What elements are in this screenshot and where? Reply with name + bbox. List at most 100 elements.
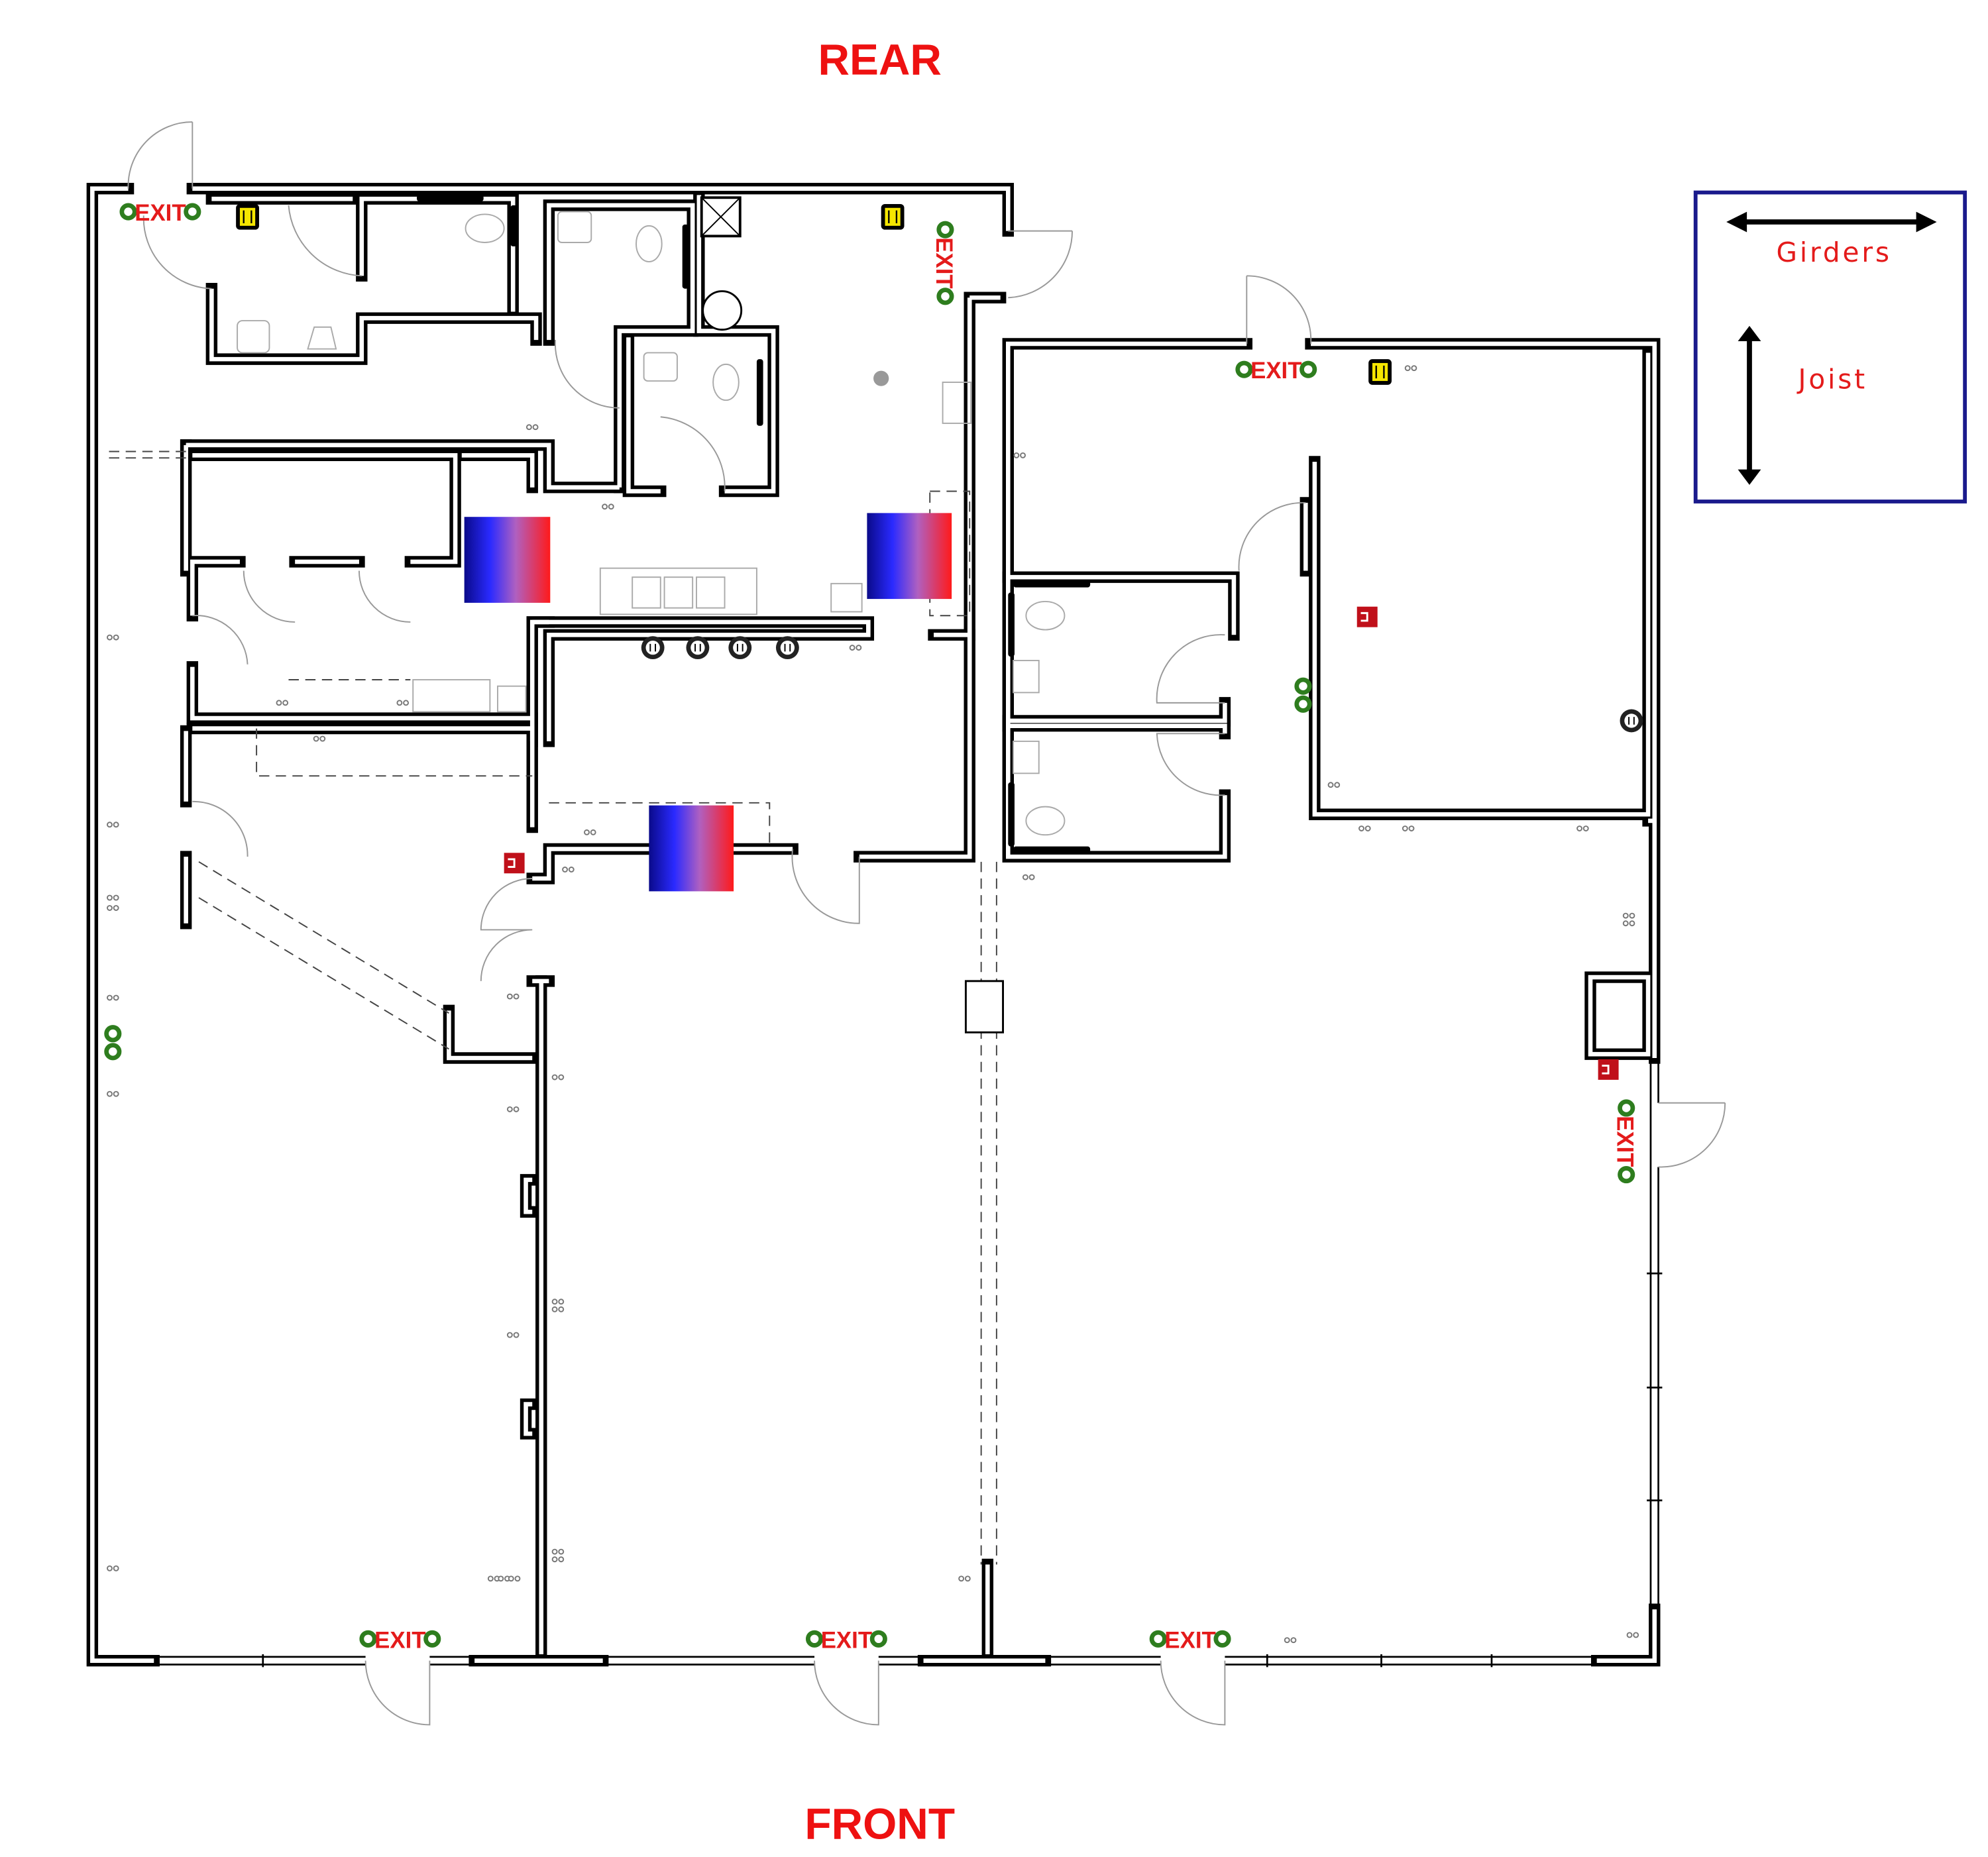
outlet-icon [396,700,410,706]
doors [127,121,1726,1726]
emergency-light-icon [1149,1630,1167,1648]
wall-inner [1008,574,1237,635]
fire-extinguisher-icon [504,853,525,874]
legend-joist: Joist [1796,364,1868,396]
wall-inner [447,1010,533,1061]
fire-extinguisher-icon [1598,1059,1619,1080]
emergency-light-icon [1294,677,1312,695]
exit-sign: EXIT [1612,1099,1638,1184]
wall [356,193,519,318]
outlet-icon [1576,825,1589,831]
outlet-icon [508,1575,521,1582]
wall-inner [461,453,535,488]
emergency-light-icon [104,1025,122,1043]
emergency-light-icon [1235,360,1253,378]
wall [186,556,246,621]
exit-label: EXIT [821,1627,872,1653]
outlet-icon [107,634,119,641]
outlet-icon [276,700,289,706]
emergency-light-icon [1213,1630,1231,1648]
wall-inner [1596,1609,1657,1663]
wall-inner [547,203,695,488]
outlet-icon [1622,920,1635,927]
floor-receptacle-icon [728,636,752,660]
outlet-icon [1402,825,1415,831]
wall [1590,1603,1661,1667]
legend: Girders Joist [1693,190,1967,504]
outlet-icon [506,1332,520,1338]
outlet-icon [1284,1637,1297,1644]
electrical-panel-icon [1368,359,1392,385]
wall [86,183,160,1667]
outlet-icon [1622,912,1635,919]
floor-receptacles [641,636,1643,733]
outlet-icon [107,905,119,911]
outlet-icon [1404,365,1417,372]
exit-label: EXIT [1164,1627,1215,1653]
outlet-icon [551,1556,565,1563]
emergency-light-icon [1294,695,1312,713]
emergency-light-icon [104,1043,122,1061]
outlet-icon [487,1575,500,1582]
floor-receptacle-icon [686,636,710,660]
outlet-icon [1626,1632,1639,1638]
outlet-icon [1013,452,1026,458]
fixtures [237,195,1091,853]
heaters [464,513,952,892]
emergency-light-icon [869,1630,887,1648]
wall [205,282,542,365]
wall-inner [524,1177,533,1214]
emergency-light-icon [1299,360,1317,378]
emergency-light-icon [805,1630,824,1648]
exit-sign: EXIT [359,1627,441,1653]
outlet-icon [313,735,326,742]
outlet-icon [525,424,539,431]
wall [186,661,538,724]
exit-sign: EXIT [119,200,201,226]
outlet-icon [1327,782,1341,788]
wall-inner [1008,702,1227,723]
emergency-lights [104,677,1312,1061]
outlet-icon [562,867,575,873]
walls [86,183,1661,1667]
outlet-icon [958,1575,971,1582]
emergency-light-icon [423,1630,441,1648]
wall-inner [1006,341,1247,859]
wall-inner [190,559,240,616]
wall [693,189,779,498]
wall [1002,338,1252,863]
wall-inner [186,443,620,490]
exit-label: EXIT [374,1627,425,1653]
wall-inner [532,619,871,741]
outlet-icon [107,894,119,901]
wall [186,722,538,833]
outlet-icon [849,645,862,651]
exit-label: EXIT [1612,1116,1638,1167]
floor-receptacle-icon [1620,709,1643,733]
exit-sign: EXIT [1149,1627,1231,1653]
wall-inner [190,666,533,721]
wall-inner [696,195,776,494]
outlet-icon [551,1548,565,1555]
outlet-icon [551,1299,565,1305]
emergency-light-icon [936,221,954,239]
outlet-icon [602,504,614,510]
outlet-icon [506,1106,520,1112]
legend-girders: Girders [1776,237,1892,268]
wall [456,449,538,494]
outlet-icon [107,1090,119,1097]
wall-inner [192,186,1011,231]
emergency-light-icon [119,203,137,221]
outlet-icon [107,1565,119,1571]
wall-inner [1588,975,1651,1057]
rear-label: REAR [818,34,942,83]
dashed-lines [109,451,1004,1565]
floor-receptacle-icon [775,636,799,660]
wall-inner [209,288,539,362]
emergency-light-icon [184,203,201,221]
fire-extinguisher-icon [1356,606,1378,627]
wall [1002,697,1231,727]
wall [186,449,461,568]
outlet-icon [551,1074,565,1081]
wall [443,1004,538,1064]
